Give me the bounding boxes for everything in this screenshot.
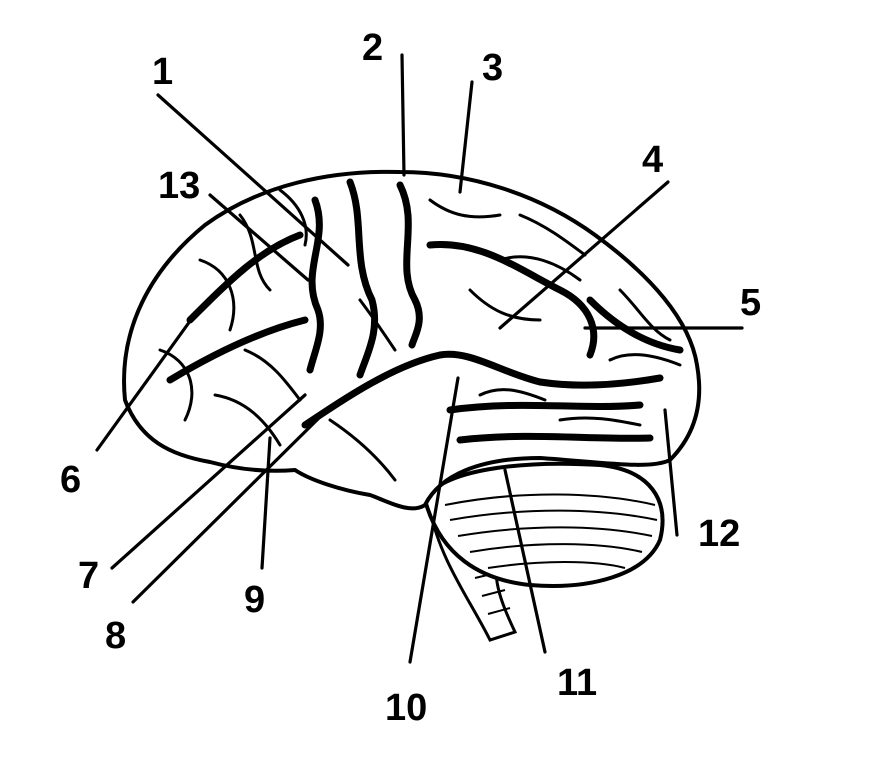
- label-6: 6: [60, 459, 81, 501]
- label-9: 9: [244, 579, 265, 621]
- leader-8: [131, 410, 327, 604]
- inferior-temporal-sulcus: [456, 432, 654, 444]
- leader-12: [663, 408, 679, 537]
- number-labels: 1 2 3 4 5 6 7 8 9 10 11 12 13: [60, 27, 761, 729]
- superior-temporal-sulcus: [446, 401, 644, 414]
- leader-1: [156, 93, 350, 267]
- gyral-texture: [158, 188, 682, 482]
- label-7: 7: [78, 555, 99, 597]
- label-1: 1: [152, 51, 173, 93]
- leader-3: [458, 80, 474, 194]
- leader-2: [400, 53, 406, 177]
- leader-7: [110, 393, 307, 570]
- leader-10: [408, 376, 460, 664]
- label-8: 8: [105, 615, 126, 657]
- brain-illustration: [122, 169, 702, 642]
- label-12: 12: [698, 513, 740, 555]
- leader-11: [503, 468, 547, 654]
- occipital-sulcus: [586, 296, 684, 354]
- precentral-sulcus: [306, 196, 324, 374]
- leader-4: [498, 180, 670, 330]
- postcentral-sulcus: [396, 181, 423, 349]
- leader-lines: [95, 53, 744, 664]
- cerebellum: [423, 461, 665, 588]
- lateral-sulcus: [301, 350, 664, 429]
- label-3: 3: [482, 47, 503, 89]
- central-sulcus: [346, 178, 379, 379]
- superior-frontal-sulcus: [186, 231, 304, 324]
- cerebellum-folia: [444, 493, 658, 569]
- leader-13: [208, 193, 310, 282]
- label-13: 13: [158, 165, 200, 207]
- label-2: 2: [362, 27, 383, 69]
- label-4: 4: [642, 139, 663, 181]
- leader-9: [260, 436, 272, 570]
- leader-6: [95, 308, 200, 452]
- label-5: 5: [740, 282, 761, 324]
- label-10: 10: [385, 687, 427, 729]
- label-11: 11: [557, 662, 597, 704]
